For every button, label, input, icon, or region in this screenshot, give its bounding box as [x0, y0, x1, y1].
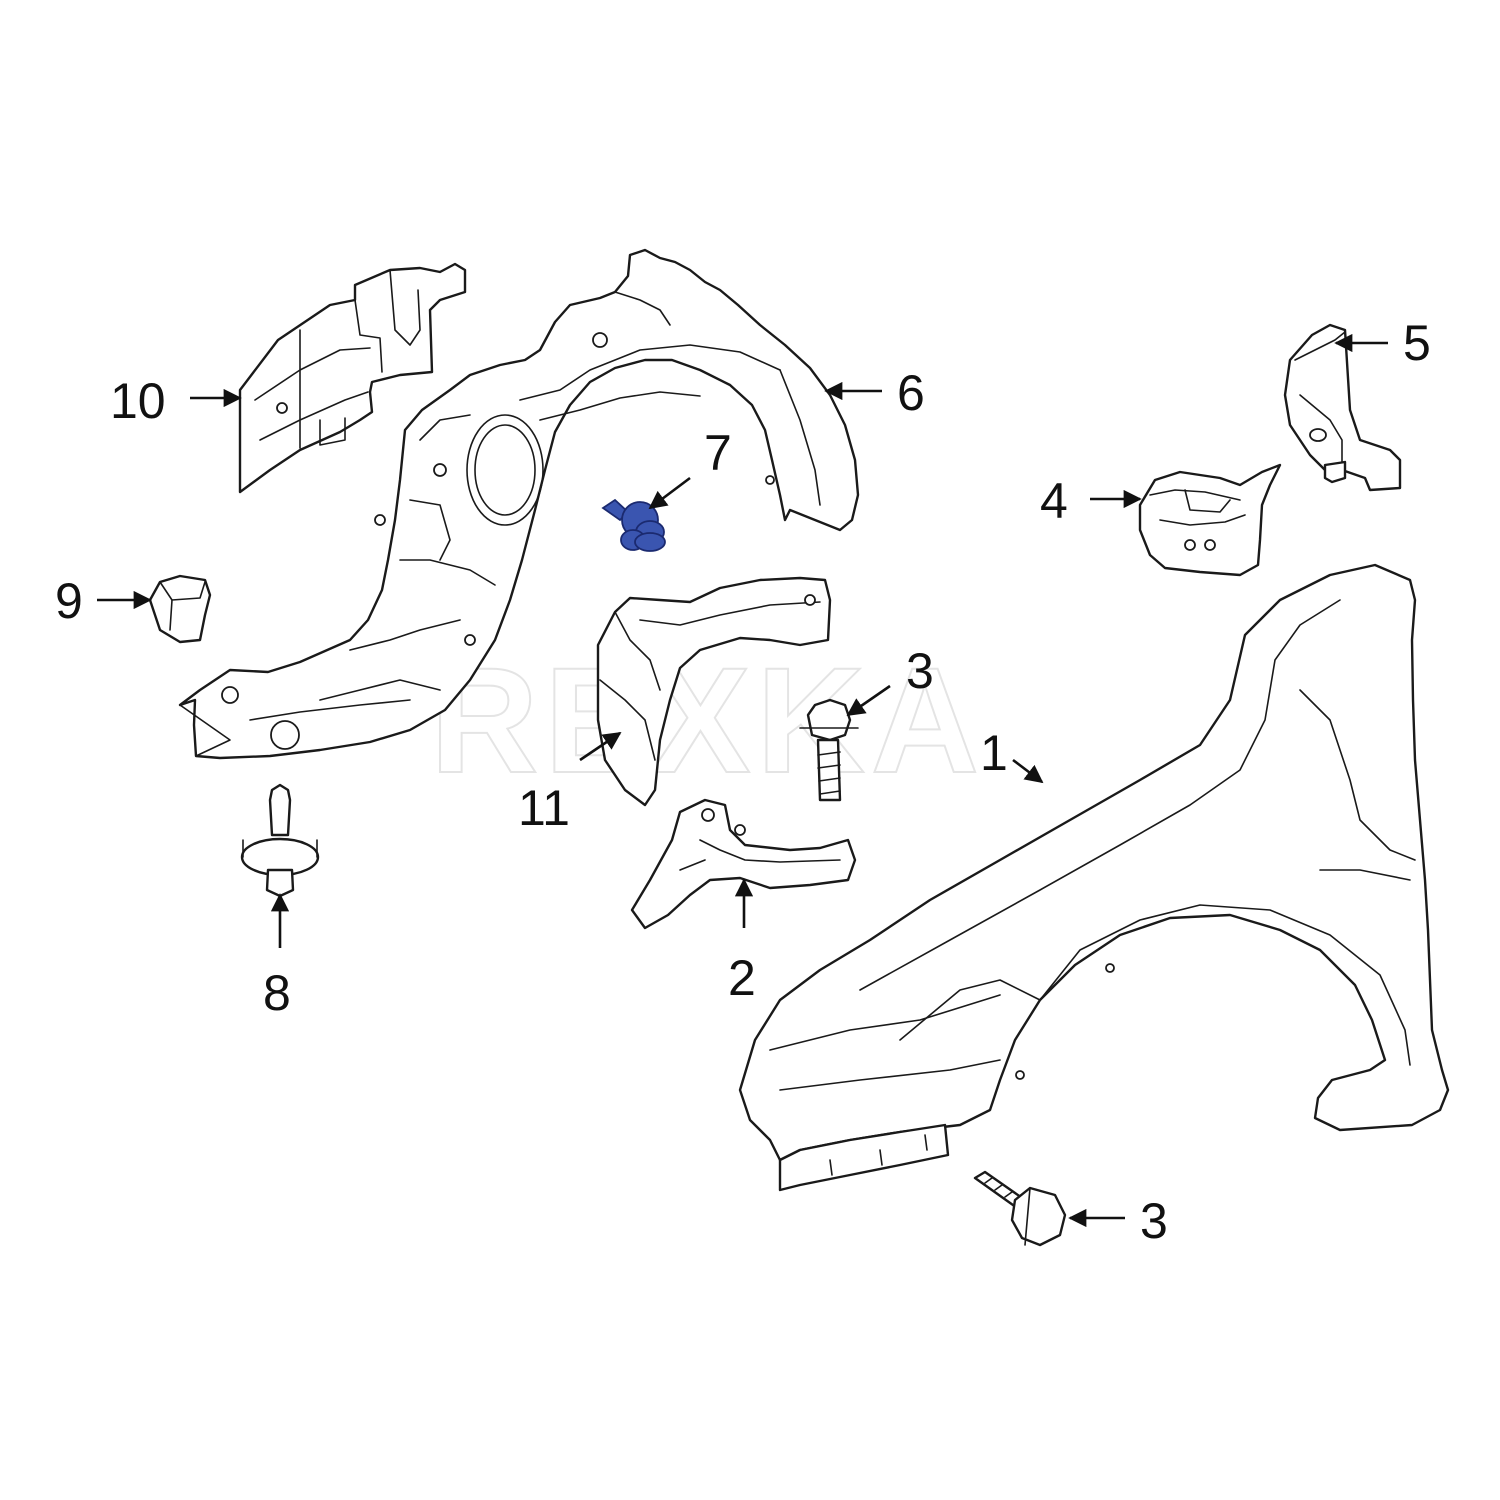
liner-clip-part[interactable]: [601, 498, 666, 552]
callout-11: 11: [518, 780, 570, 836]
push-clip-part[interactable]: [240, 783, 320, 898]
lower-bracket-part[interactable]: [1138, 463, 1282, 577]
callout-9: 9: [55, 573, 83, 629]
fender-bolt-upper-part[interactable]: [799, 698, 859, 802]
splash-shield-part[interactable]: [238, 262, 467, 494]
leader-11: [579, 731, 622, 762]
callout-8: 8: [263, 965, 291, 1021]
callout-labels: 1 2 3 3 4 5 6 7 8 9 10 11: [55, 315, 1431, 1249]
upper-bracket-part[interactable]: [1283, 323, 1402, 492]
callout-2: 2: [728, 950, 756, 1006]
callout-5: 5: [1403, 315, 1431, 371]
callout-7: 7: [704, 425, 732, 481]
watermark: REXKA: [430, 636, 985, 804]
leader-7: [648, 476, 691, 510]
callout-3-lower: 3: [1140, 1193, 1168, 1249]
leader-1: [1012, 758, 1044, 784]
front-liner-panel-part[interactable]: [596, 576, 832, 807]
callout-6: 6: [897, 365, 925, 421]
callout-4: 4: [1040, 473, 1068, 529]
callout-3-upper: 3: [906, 643, 934, 699]
fender-part[interactable]: [738, 563, 1450, 1192]
leader-lines: [97, 333, 1388, 1228]
fender-bolt-lower-part[interactable]: [973, 1170, 1067, 1247]
fender-bracket-part[interactable]: [630, 798, 857, 930]
clip-nut-part[interactable]: [148, 574, 212, 644]
leader-3a: [846, 684, 891, 717]
callout-10: 10: [110, 373, 166, 429]
callout-1: 1: [980, 725, 1008, 781]
